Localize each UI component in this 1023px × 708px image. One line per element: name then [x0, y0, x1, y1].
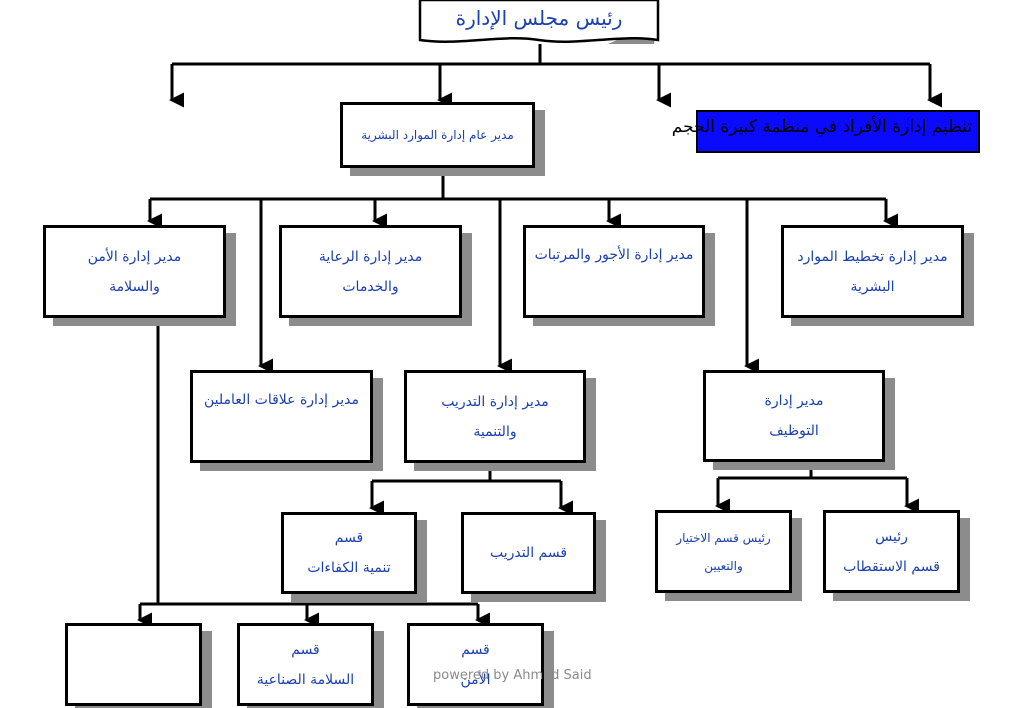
training-manager-box: مدير إدارة التدريب والتنمية — [404, 370, 586, 463]
box-label-line-1: قسم — [461, 641, 490, 658]
box-label-line-1: قسم — [291, 641, 320, 658]
industrial-safety-section-box: قسم السلامة الصناعية — [237, 623, 374, 706]
security-manager-box: مدير إدارة الأمن والسلامة — [43, 225, 226, 318]
chairman-banner-shape — [418, 0, 660, 44]
box-label: مدير عام إدارة الموارد البشرية — [361, 128, 514, 142]
box-label-line-1: مدير إدارة — [764, 393, 824, 409]
competencies-section-box: قسم تنمية الكفاءات — [281, 512, 417, 594]
box-label-line-2: السلامة الصناعية — [256, 671, 355, 688]
box-label-line-1: رئيس — [875, 528, 908, 545]
box-label-line-1: مدير إدارة الرعاية — [318, 248, 423, 265]
diagram-title-banner — [696, 110, 980, 153]
box-label-line-2: والتعيين — [704, 558, 743, 573]
employment-manager-box: مدير إدارة التوظيف — [703, 370, 885, 462]
box-label-line-1: رئيس قسم الاختيار — [676, 530, 771, 545]
box-label-line-1: قسم — [334, 530, 364, 546]
recruitment-section-box: رئيس قسم الاستقطاب — [823, 510, 960, 593]
box-label-line-2: تنمية الكفاءات — [307, 560, 391, 576]
watermark-text: powered by Ahmed Said — [433, 668, 592, 683]
wages-manager-box: مدير إدارة الأجور والمرتبات — [523, 225, 705, 318]
training-section-box: قسم التدريب — [461, 512, 596, 594]
box-label-line-2: والخدمات — [342, 278, 399, 295]
box-label: مدير إدارة الأجور والمرتبات — [534, 247, 694, 263]
box-label: قسم التدريب — [489, 545, 568, 561]
box-label-line-2: البشرية — [850, 278, 895, 295]
box-label-line-2: والسلامة — [109, 278, 160, 295]
selection-section-box: رئيس قسم الاختيار والتعيين — [655, 510, 792, 593]
box-label-line-1: مدير إدارة الأمن — [87, 248, 182, 265]
box-label-line-1: مدير إدارة تخطيط الموارد — [797, 248, 948, 265]
hr-general-manager-box: مدير عام إدارة الموارد البشرية — [340, 102, 535, 168]
welfare-manager-box: مدير إدارة الرعاية والخدمات — [279, 225, 462, 318]
box-label-line-2: التوظيف — [769, 423, 819, 439]
security-section-box: قسم الأمن — [407, 623, 544, 706]
diagram-title: تنظيم إدارة الأفراد في منظمة كبيرة الحجم — [671, 117, 972, 137]
box-label-line-1: مدير إدارة التدريب — [441, 393, 549, 410]
planning-manager-box: مدير إدارة تخطيط الموارد البشرية — [781, 225, 964, 318]
box-label-line-2: والتنمية — [473, 423, 517, 440]
empty-section-box — [65, 623, 202, 706]
box-label: مدير إدارة علاقات العاملين — [204, 392, 359, 408]
relations-manager-box: مدير إدارة علاقات العاملين — [190, 370, 373, 463]
box-label-line-2: الأمن — [460, 671, 491, 688]
box-label-line-2: قسم الاستقطاب — [843, 558, 940, 575]
chairman-title: رئيس مجلس الإدارة — [455, 6, 623, 30]
